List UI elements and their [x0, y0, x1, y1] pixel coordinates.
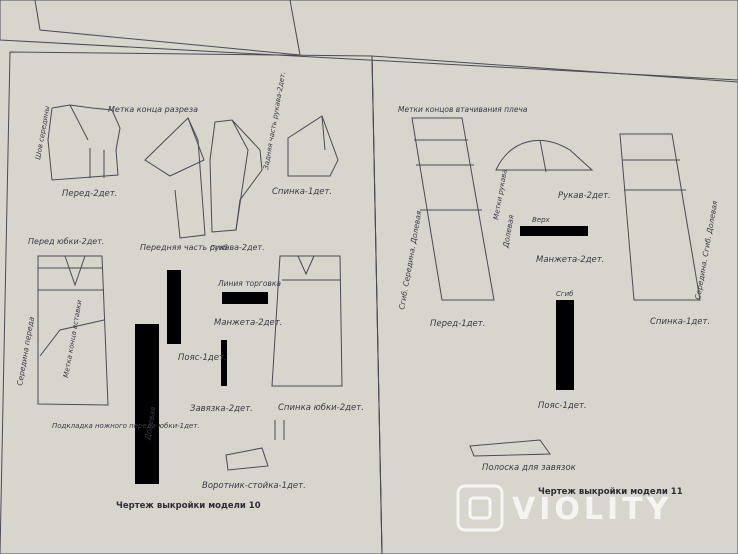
belt-strip: [167, 270, 181, 344]
spine-fold: [371, 55, 383, 554]
label-front-neck-note: Метка конца разреза: [108, 105, 198, 114]
tie-strip-outline: [469, 439, 551, 457]
label-fold-r: Сгиб: [556, 290, 574, 298]
label-collar: Воротник-стойка-1дет.: [202, 481, 306, 491]
left-patterns: [37, 104, 343, 484]
front-panel-outline: [411, 117, 495, 301]
label-belt: Пояс-1дет.: [178, 353, 227, 363]
label-back-r: Спинка-1дет.: [650, 317, 710, 327]
label-sleeve-r: Рукав-2дет.: [558, 191, 611, 201]
label-skirt-back: Спинка юбки-2дет.: [278, 403, 364, 413]
caption-right: Чертеж выкройки модели 11: [538, 487, 683, 497]
left-page: [0, 51, 383, 554]
caption-left: Чертеж выкройки модели 10: [116, 501, 261, 511]
label-waist-line: Линия торговка: [217, 279, 281, 288]
label-cuff-r: Манжета-2дет.: [536, 255, 604, 265]
label-back-top: Спинка-1дет.: [272, 187, 332, 197]
label-front: Перед-2дет.: [62, 189, 117, 199]
back-panel-outline: [619, 133, 701, 301]
cuff-outline: [520, 226, 588, 236]
label-belt-r: Пояс-1дет.: [538, 401, 587, 411]
label-front-r: Перед-1дет.: [430, 319, 485, 329]
hem-facing-strip: [135, 324, 159, 484]
belt-outline: [556, 300, 574, 390]
tie-strip-left: [221, 340, 227, 386]
skirt-back-outline: [271, 255, 343, 387]
collar-stand: [225, 447, 269, 471]
label-cuff: Манжета-2дет.: [214, 318, 282, 328]
watermark: VIOLITY: [456, 484, 672, 532]
watermark-text: VIOLITY: [512, 492, 672, 527]
label-tie-strip: Полоска для завязок: [482, 463, 577, 473]
cuff-strip: [222, 292, 268, 304]
label-shoulder-note: Метки концов втачивания плеча: [398, 105, 528, 114]
skirt-front-outline: [37, 255, 109, 406]
label-hem-facing: Подкладка ножного переда юбки-1дет.: [52, 422, 200, 430]
sleeve-outline: [495, 140, 594, 171]
front-bodice-outline: [47, 104, 121, 181]
back-bodice-outline: [287, 115, 339, 177]
right-patterns: [411, 117, 701, 457]
label-sleeve-front: Передняя часть рукава-2дет.: [140, 243, 265, 252]
watermark-logo-icon: [456, 484, 504, 532]
label-top: Верх: [532, 216, 551, 224]
label-skirt-front: Перед юбки-2дет.: [28, 237, 104, 246]
label-fold: Сгиб: [210, 244, 228, 252]
label-tie: Завязка-2дет.: [190, 404, 253, 414]
sleeve-front-top: [144, 117, 205, 177]
